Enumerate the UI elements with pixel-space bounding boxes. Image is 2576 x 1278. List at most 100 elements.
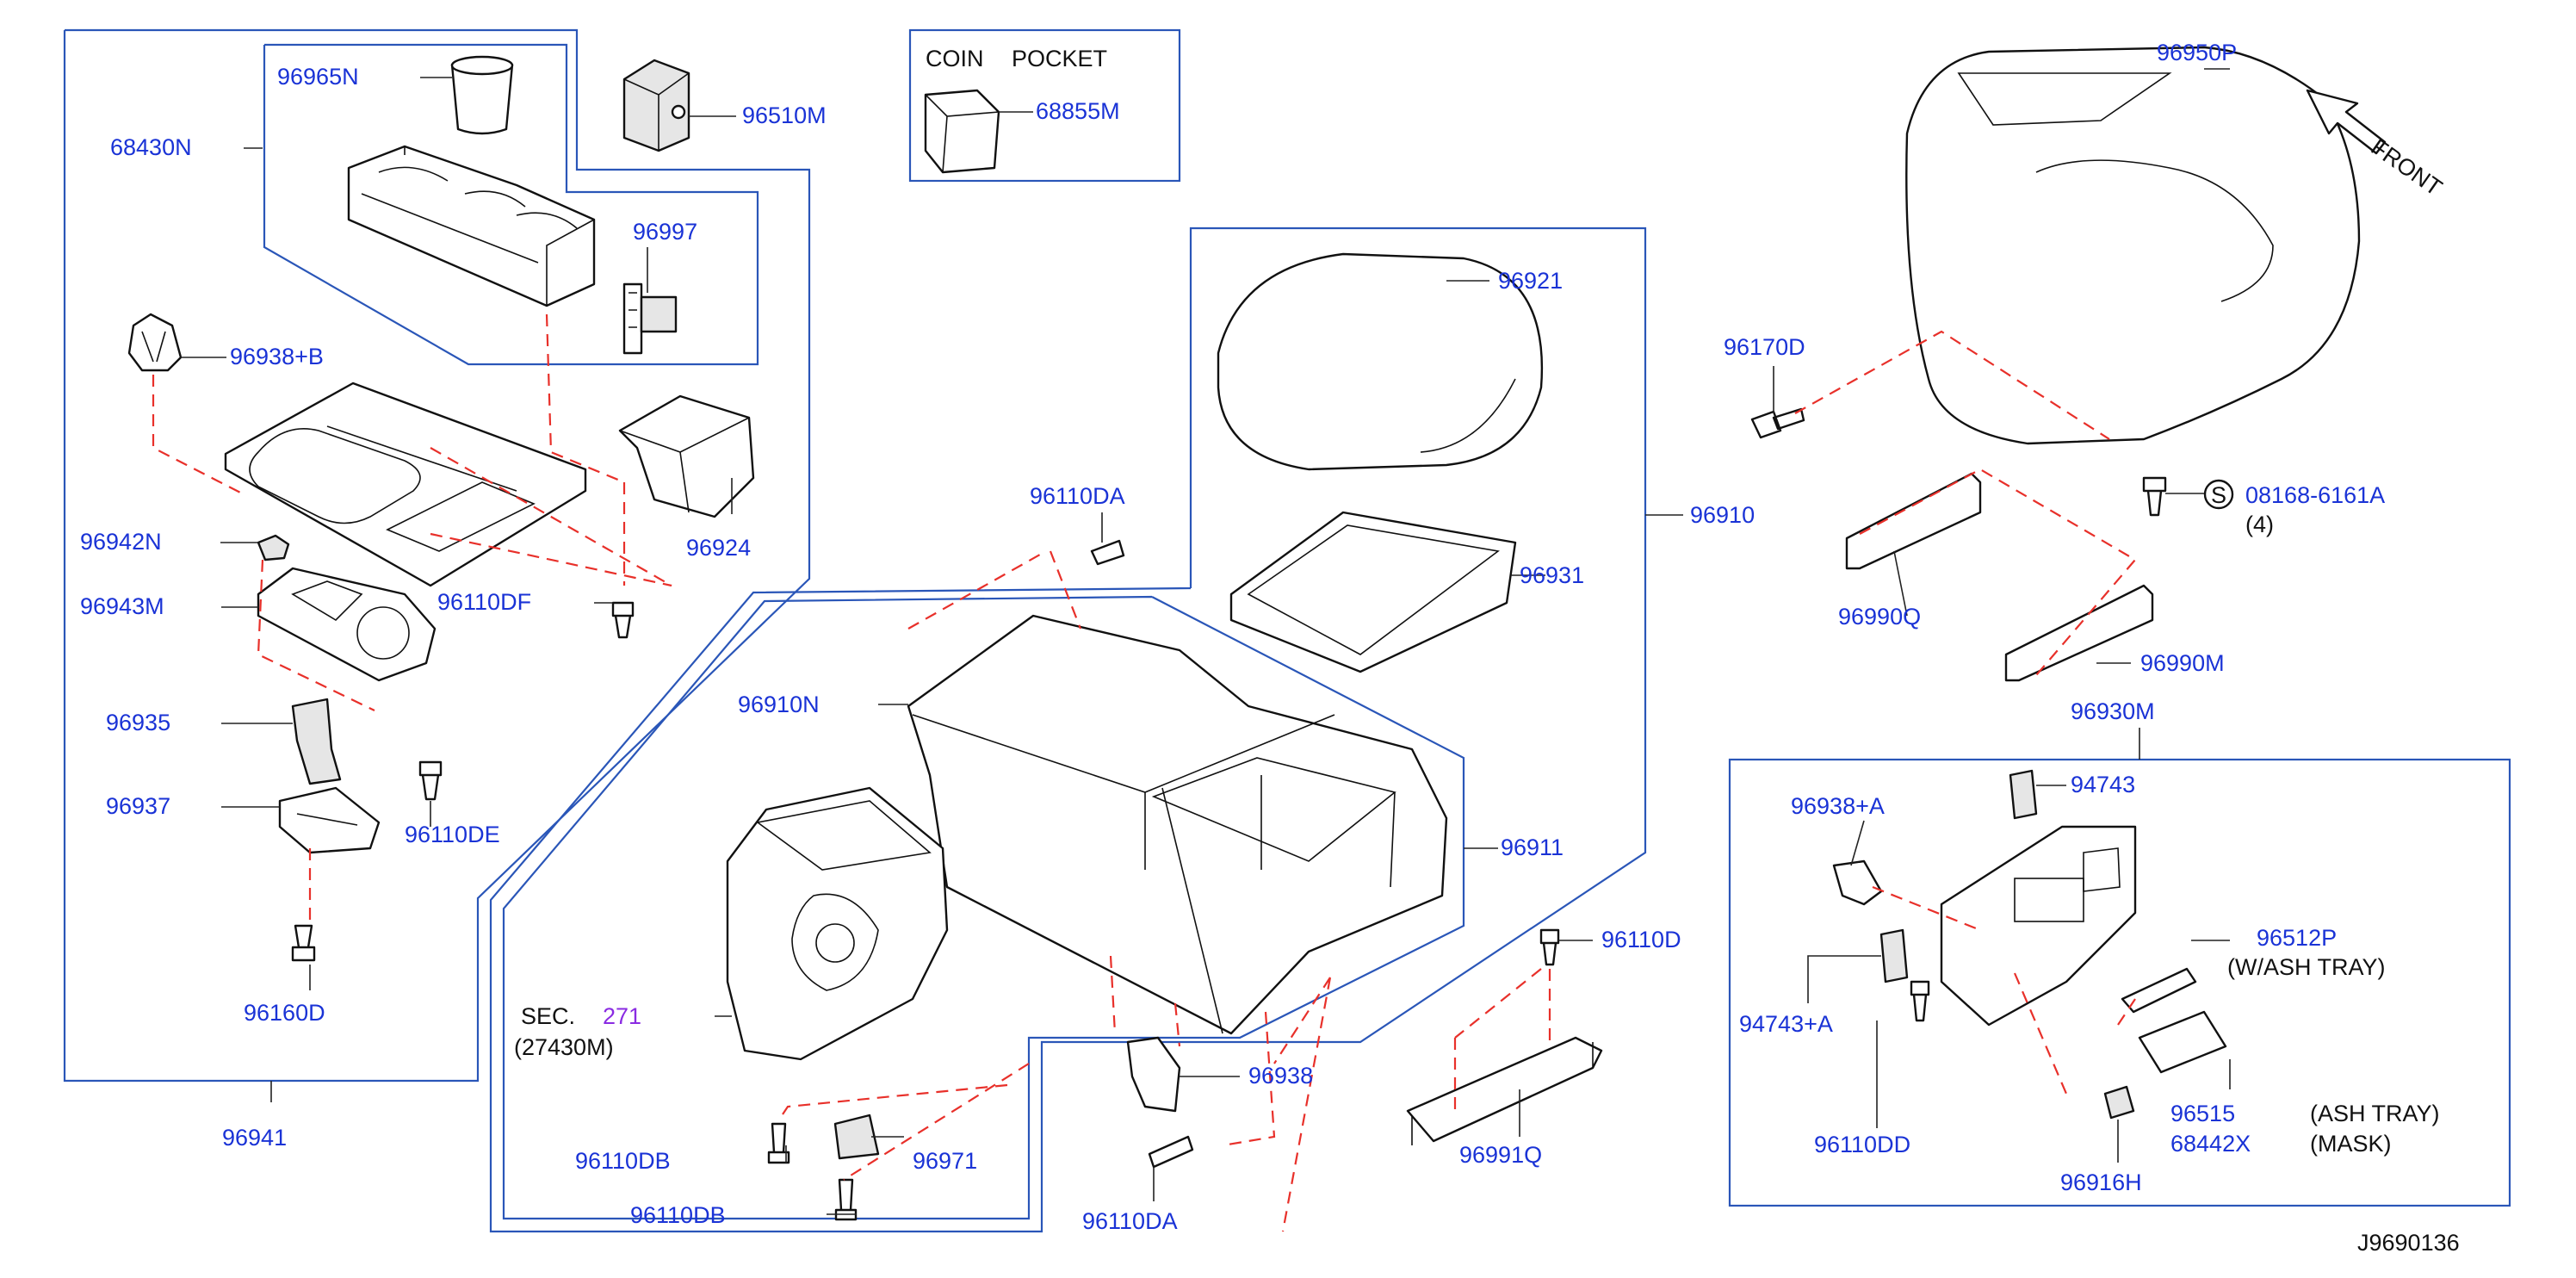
label-96512P[interactable]: 96512P <box>2257 925 2337 951</box>
label-96943M[interactable]: 96943M <box>80 593 164 619</box>
knob-96916H-icon <box>2103 1085 2135 1120</box>
label-96110D[interactable]: 96110D <box>1601 927 1681 952</box>
label-96965N[interactable]: 96965N <box>277 64 359 90</box>
label-96941[interactable]: 96941 <box>222 1125 287 1151</box>
label-sec-271[interactable]: 271 <box>603 1003 641 1029</box>
bracket-96990Q-icon <box>1845 472 1982 570</box>
label-27430M: (27430M) <box>514 1034 614 1060</box>
screw-icon <box>1910 980 1930 1022</box>
label-96938B[interactable]: 96938+B <box>230 344 324 369</box>
front-label: FRONT <box>2367 133 2447 201</box>
bracket-96937-icon <box>278 786 381 854</box>
bracket-96990M-icon <box>2004 584 2154 682</box>
label-96510M[interactable]: 96510M <box>742 102 827 128</box>
label-08168-6161A[interactable]: 08168-6161A <box>2245 482 2385 508</box>
frame-96911 <box>502 595 1465 1220</box>
screw-qty: (4) <box>2245 512 2274 537</box>
label-68855M[interactable]: 68855M <box>1036 98 1120 124</box>
label-96110DA-top[interactable]: 96110DA <box>1030 483 1125 509</box>
clip-96938B-icon <box>127 313 183 372</box>
label-96110DA-bottom[interactable]: 96110DA <box>1082 1208 1178 1234</box>
label-96942N[interactable]: 96942N <box>80 529 162 555</box>
cupholder-tray-icon <box>347 145 596 307</box>
group-parts <box>127 46 2387 1221</box>
label-96911[interactable]: 96911 <box>1501 834 1564 860</box>
screw-icon <box>2142 476 2167 517</box>
connector-94743-icon <box>2009 769 2038 820</box>
screw-icon <box>291 924 316 962</box>
frame-coin-pocket <box>908 28 1181 183</box>
lid-frame-icon <box>1229 511 1517 673</box>
heater-unit-icon <box>726 786 949 1061</box>
label-96938[interactable]: 96938 <box>1248 1063 1313 1089</box>
label-96938A[interactable]: 96938+A <box>1791 793 1885 819</box>
label-96921[interactable]: 96921 <box>1498 268 1563 294</box>
label-96991Q[interactable]: 96991Q <box>1459 1142 1542 1168</box>
screw-icon <box>1090 539 1125 566</box>
screw-spec-circle-icon <box>2203 479 2234 510</box>
switch-96997-icon <box>622 282 678 355</box>
label-96110DF[interactable]: 96110DF <box>437 589 531 615</box>
label-96935[interactable]: 96935 <box>106 710 170 735</box>
frame-96930M <box>1728 758 2511 1207</box>
label-68430N[interactable]: 68430N <box>110 134 192 160</box>
w-ash-tray-note: (W/ASH TRAY) <box>2227 954 2386 980</box>
rear-panel-icon <box>1940 825 2137 1027</box>
frame-96941 <box>63 28 811 1083</box>
armrest-lid-icon <box>1217 252 1544 471</box>
coin-label: COIN <box>926 46 984 71</box>
frame-96910 <box>489 226 1647 1233</box>
label-96916H[interactable]: 96916H <box>2060 1169 2142 1195</box>
screw-icon <box>1539 928 1560 966</box>
clip-96938-icon <box>1126 1036 1181 1113</box>
ash-tray-note: (ASH TRAY) <box>2310 1101 2440 1126</box>
cup-insert-icon <box>450 55 514 135</box>
group-dashed-leaders <box>152 313 2137 1232</box>
front-arrow-icon <box>2306 89 2387 155</box>
bracket-96971-icon <box>833 1114 880 1160</box>
label-96931[interactable]: 96931 <box>1520 562 1584 588</box>
clip-96938A-icon <box>1832 859 1883 906</box>
ashtray-96512P-icon <box>2121 967 2197 1014</box>
label-96950P[interactable]: 96950P <box>2157 40 2237 65</box>
screw-icon <box>767 1122 790 1164</box>
pocket-96924-icon <box>618 394 755 518</box>
label-96910[interactable]: 96910 <box>1690 502 1755 528</box>
connector-94743A-icon <box>1879 928 1909 983</box>
console-finisher-icon <box>224 382 587 587</box>
boot-96935-icon <box>291 698 342 785</box>
frame-68430N <box>263 43 759 366</box>
screw-icon <box>1148 1135 1194 1169</box>
bezel-96943M-icon <box>257 567 437 682</box>
label-96170D[interactable]: 96170D <box>1724 334 1805 360</box>
screw-spec-symbol: S <box>2211 482 2226 508</box>
label-96971[interactable]: 96971 <box>913 1148 977 1174</box>
label-96110DD[interactable]: 96110DD <box>1814 1132 1910 1157</box>
label-94743[interactable]: 94743 <box>2071 772 2135 797</box>
sec-prefix: SEC. <box>521 1003 575 1029</box>
mask-note: (MASK) <box>2310 1131 2392 1157</box>
label-96910N[interactable]: 96910N <box>738 692 820 717</box>
drawing-id: J9690136 <box>2357 1230 2460 1256</box>
screw-icon <box>611 601 635 639</box>
label-96160D[interactable]: 96160D <box>244 1000 325 1026</box>
label-96990M[interactable]: 96990M <box>2140 650 2225 676</box>
label-94743A[interactable]: 94743+A <box>1739 1011 1833 1037</box>
label-96110DB-a[interactable]: 96110DB <box>575 1148 671 1174</box>
ashtray-96515-icon <box>2138 1010 2227 1074</box>
label-96110DB-b[interactable]: 96110DB <box>630 1202 726 1228</box>
label-96110DE[interactable]: 96110DE <box>405 822 500 847</box>
label-96997[interactable]: 96997 <box>633 219 697 245</box>
label-96930M[interactable]: 96930M <box>2071 698 2155 724</box>
group-frames <box>63 28 2511 1233</box>
console-body-icon <box>907 614 1448 1035</box>
label-68442X[interactable]: 68442X <box>2170 1131 2251 1157</box>
label-96924[interactable]: 96924 <box>686 535 751 561</box>
label-96990Q[interactable]: 96990Q <box>1838 604 1921 630</box>
label-96515[interactable]: 96515 <box>2170 1101 2235 1126</box>
label-96937[interactable]: 96937 <box>106 793 170 819</box>
bracket-96991Q-icon <box>1406 1036 1603 1145</box>
bracket-96510M-icon <box>622 59 690 152</box>
coin-pocket-icon <box>924 89 1000 174</box>
